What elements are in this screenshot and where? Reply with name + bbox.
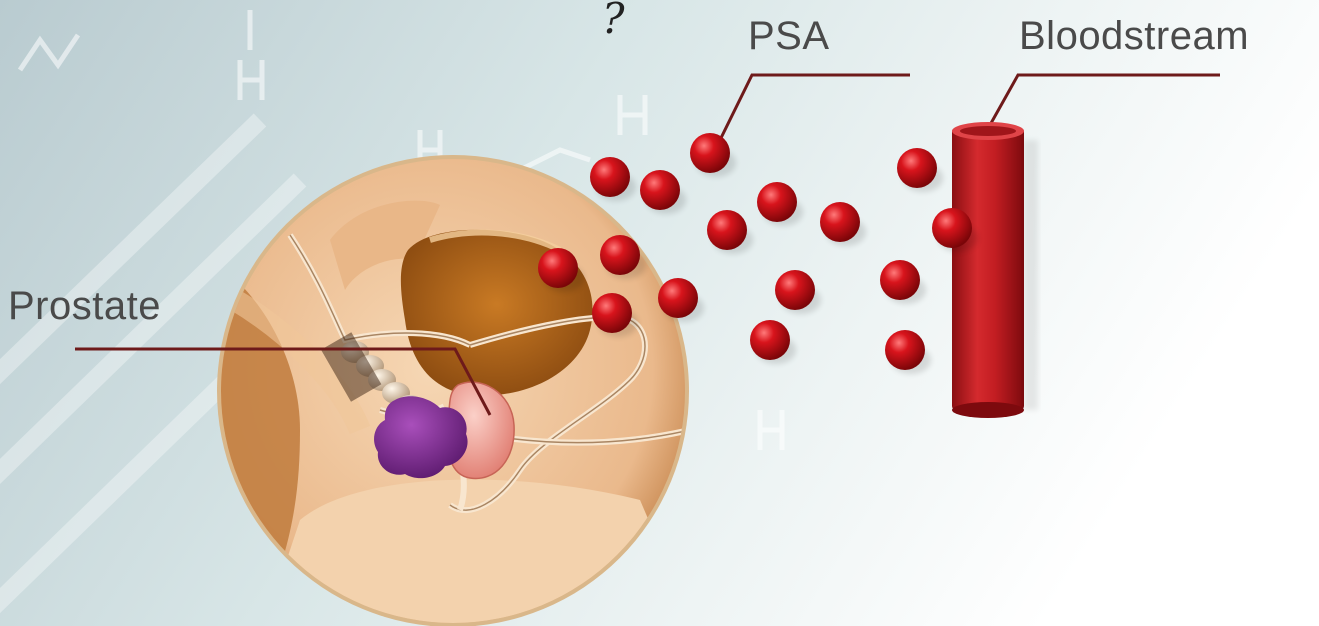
- psa-particle: [897, 148, 937, 188]
- psa-particle: [600, 235, 640, 275]
- psa-particle: [658, 278, 698, 318]
- psa-label: PSA: [748, 14, 830, 59]
- psa-particle: [885, 330, 925, 370]
- psa-particle: [775, 270, 815, 310]
- psa-particle: [932, 208, 972, 248]
- bloodstream-label: Bloodstream: [1019, 14, 1249, 59]
- question-mark: ?: [602, 0, 625, 43]
- psa-particle: [820, 202, 860, 242]
- psa-particle: [538, 248, 578, 288]
- prostate-label: Prostate: [8, 284, 161, 329]
- psa-particle: [592, 293, 632, 333]
- psa-particle: [880, 260, 920, 300]
- psa-particle: [590, 157, 630, 197]
- psa-particle: [640, 170, 680, 210]
- psa-particle: [750, 320, 790, 360]
- psa-particle: [757, 182, 797, 222]
- psa-particle: [707, 210, 747, 250]
- bloodstream-vessel: [952, 122, 1038, 418]
- psa-particle: [690, 133, 730, 173]
